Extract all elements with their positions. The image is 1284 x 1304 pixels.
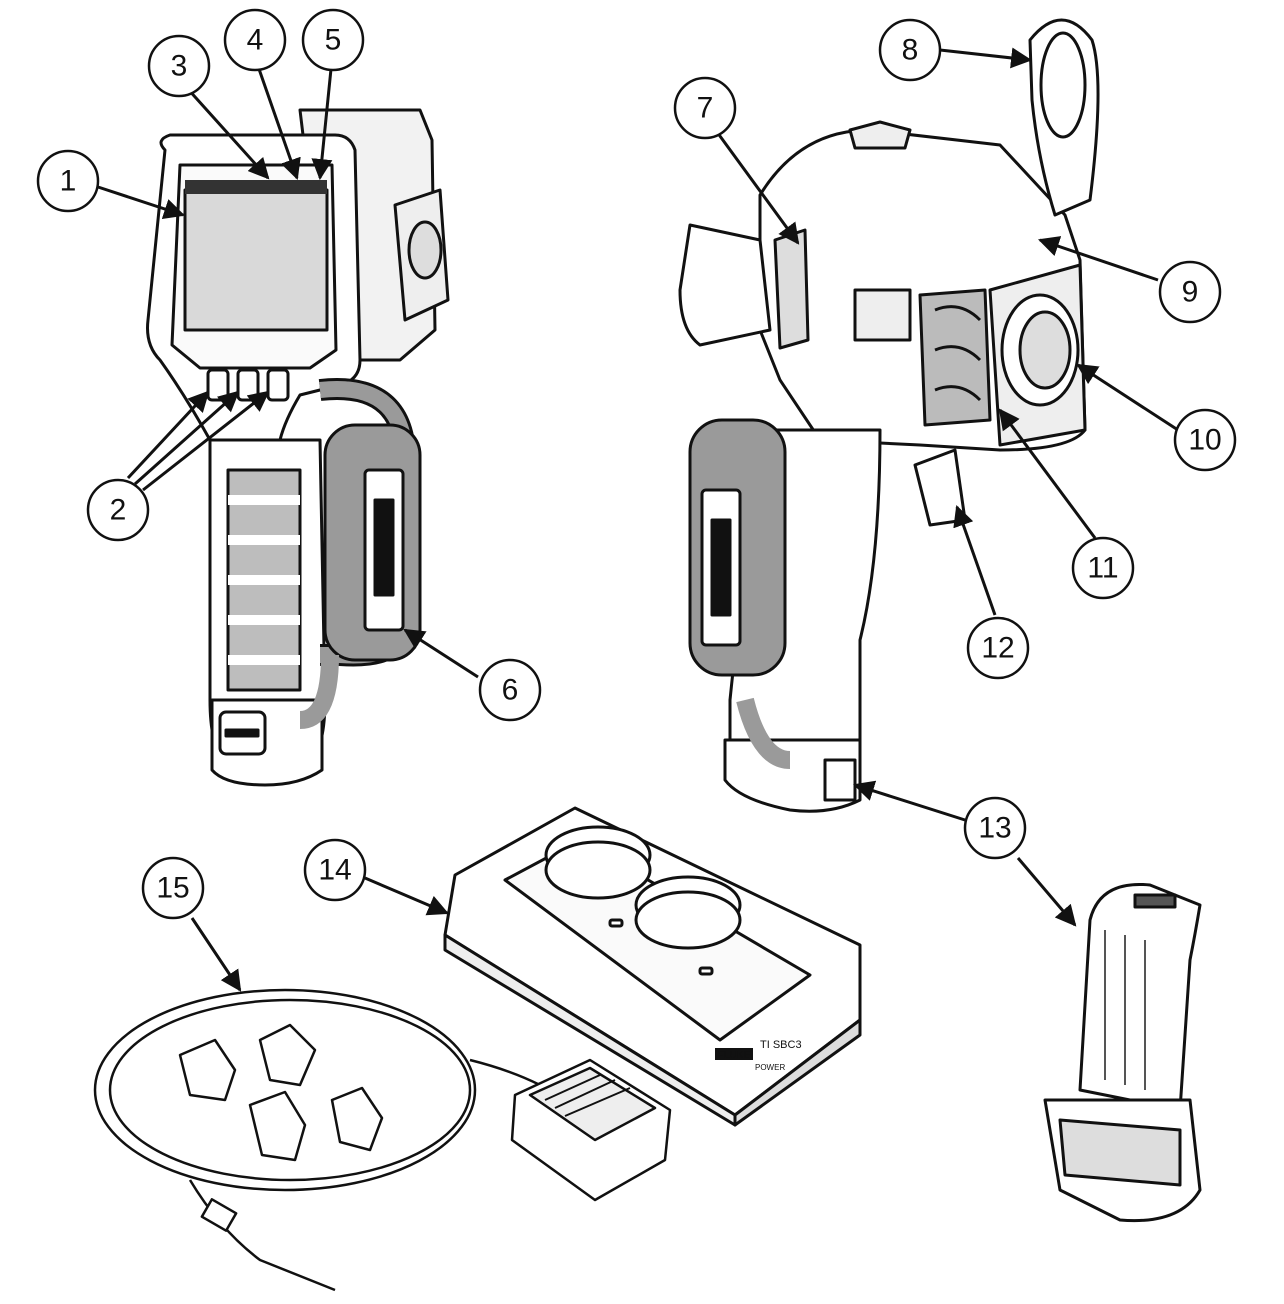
- charger-brand: FLUKE: [718, 1050, 751, 1061]
- callout-circle-icon: [147, 34, 211, 98]
- callouts: 1 2 3 4 5 6 7 8: [36, 8, 1237, 920]
- front-camera: [146, 108, 450, 787]
- callout-circle-icon: [478, 658, 542, 722]
- callout-4: 4: [223, 8, 287, 72]
- callout-11: 11: [1071, 536, 1135, 600]
- svg-text:9: 9: [1182, 276, 1199, 309]
- power-supply: [93, 988, 672, 1292]
- callout-6: 6: [478, 658, 542, 722]
- callout-circle-icon: [878, 18, 942, 82]
- svg-text:6: 6: [502, 674, 519, 707]
- callout-1: 1: [36, 149, 100, 213]
- callout-circle-icon: [303, 838, 367, 902]
- callout-5: 5: [301, 8, 365, 72]
- callout-9: 9: [1158, 260, 1222, 324]
- svg-text:11: 11: [1087, 552, 1118, 585]
- callout-12: 12: [966, 616, 1030, 680]
- camera-display: [183, 188, 329, 332]
- battery-pack: [1043, 882, 1202, 1223]
- callout-circle-icon: [1173, 408, 1237, 472]
- svg-text:10: 10: [1188, 424, 1221, 457]
- callout-circle-icon: [141, 856, 205, 920]
- trigger: [913, 448, 967, 527]
- svg-text:15: 15: [156, 872, 189, 905]
- callout-circle-icon: [86, 478, 150, 542]
- callout-circle-icon: [673, 76, 737, 140]
- callout-14: 14: [303, 838, 367, 902]
- svg-text:13: 13: [978, 812, 1011, 845]
- callout-circle-icon: [1071, 536, 1135, 600]
- svg-text:2: 2: [110, 494, 127, 527]
- rear-camera: [678, 18, 1100, 813]
- callout-circle-icon: [1158, 260, 1222, 324]
- charger-power: POWER: [755, 1063, 785, 1072]
- svg-text:5: 5: [325, 24, 342, 57]
- callout-7: 7: [673, 76, 737, 140]
- softkey-3: [266, 368, 290, 402]
- callout-2: 2: [86, 478, 150, 542]
- callout-circle-icon: [301, 8, 365, 72]
- callout-10: 10: [1173, 408, 1237, 472]
- svg-text:7: 7: [697, 92, 714, 125]
- svg-text:14: 14: [318, 854, 351, 887]
- battery-charger: [443, 806, 862, 1127]
- svg-text:12: 12: [981, 632, 1014, 665]
- leader-arrows: [97, 47, 1179, 992]
- callout-3: 3: [147, 34, 211, 98]
- svg-text:8: 8: [902, 34, 919, 67]
- callout-circle-icon: [966, 616, 1030, 680]
- callout-circle-icon: [223, 8, 287, 72]
- softkey-2: [236, 368, 260, 402]
- callout-8: 8: [878, 18, 942, 82]
- softkey-1: [206, 368, 230, 402]
- callout-circle-icon: [963, 796, 1027, 860]
- callout-circle-icon: [36, 149, 100, 213]
- callout-13: 13: [963, 796, 1027, 860]
- callout-15: 15: [141, 856, 205, 920]
- charger-model: TI SBC3: [760, 1039, 802, 1051]
- svg-text:4: 4: [247, 24, 264, 57]
- svg-text:3: 3: [171, 50, 188, 83]
- svg-text:1: 1: [60, 165, 77, 198]
- charger-label: FLUKE TI SBC3 POWER: [715, 1039, 802, 1072]
